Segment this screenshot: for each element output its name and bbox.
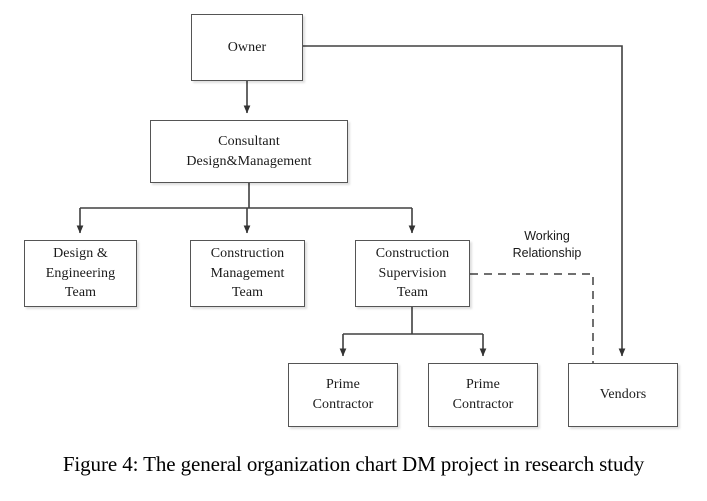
node-prime-contractor-2-label: Prime Contractor	[452, 377, 514, 412]
node-consultant[interactable]: Consultant Design&Management	[150, 120, 348, 183]
edge-consup-bus	[343, 307, 483, 335]
working-relationship-label: Working Relationship	[512, 229, 582, 261]
node-construction-supervision-team-label: Construction Supervision Team	[375, 245, 450, 301]
node-owner[interactable]: Owner	[191, 14, 303, 81]
edge-consultant-bus	[80, 183, 412, 209]
edge-consup-to-vendors-working-relationship	[470, 273, 594, 363]
node-vendors[interactable]: Vendors	[568, 363, 678, 427]
node-prime-contractor-1-label: Prime Contractor	[312, 377, 374, 412]
node-design-engineering-team-label: Design & Engineering Team	[45, 245, 116, 301]
node-prime-contractor-2[interactable]: Prime Contractor	[428, 363, 538, 427]
node-design-engineering-team[interactable]: Design & Engineering Team	[24, 240, 137, 307]
node-construction-supervision-team[interactable]: Construction Supervision Team	[355, 240, 470, 307]
edge-owner-to-vendors	[303, 45, 626, 357]
figure-caption: Figure 4: The general organization chart…	[62, 452, 645, 476]
node-construction-management-team[interactable]: Construction Management Team	[190, 240, 305, 307]
node-owner-label: Owner	[227, 39, 267, 55]
node-prime-contractor-1[interactable]: Prime Contractor	[288, 363, 398, 427]
node-vendors-label: Vendors	[599, 387, 647, 403]
node-construction-management-team-label: Construction Management Team	[210, 245, 285, 301]
node-consultant-label: Consultant Design&Management	[186, 133, 312, 169]
